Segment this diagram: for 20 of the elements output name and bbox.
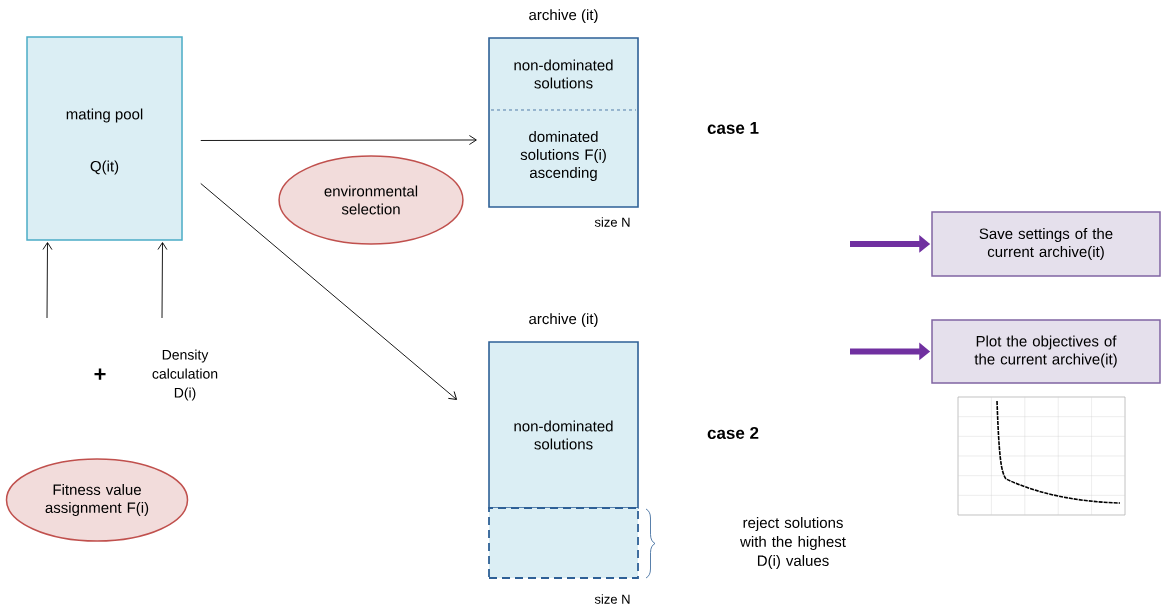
- arrow: [200, 183, 457, 400]
- arrow: [157, 242, 168, 319]
- node-label: dominated solutions F(i) ascending: [520, 131, 606, 181]
- action-box: Save settings of the current archive(it): [931, 211, 1161, 277]
- plot-drawing: [957, 396, 1126, 516]
- size-label: size N: [594, 594, 630, 604]
- arrow: [200, 135, 477, 145]
- archive-title: archive (it): [529, 9, 598, 24]
- arrow: [42, 242, 53, 319]
- archive-box: non-dominated solutions dominated solutions F(i) ascending: [488, 37, 639, 208]
- size-label: size N: [594, 217, 630, 227]
- mating-pool-box: mating pool Q(it): [26, 36, 183, 241]
- case-label: case 1: [707, 122, 759, 134]
- case-label: case 2: [707, 426, 759, 439]
- density-label: Density calculation D(i): [152, 349, 218, 401]
- action-box: Plot the objectives of the current archive(it): [931, 319, 1161, 384]
- archive-title: archive (it): [529, 313, 598, 328]
- plus-sign: +: [94, 368, 106, 380]
- node-label: non-dominated solutions: [514, 59, 613, 89]
- reject-note: reject solutions with the highest D(i) values: [740, 517, 846, 569]
